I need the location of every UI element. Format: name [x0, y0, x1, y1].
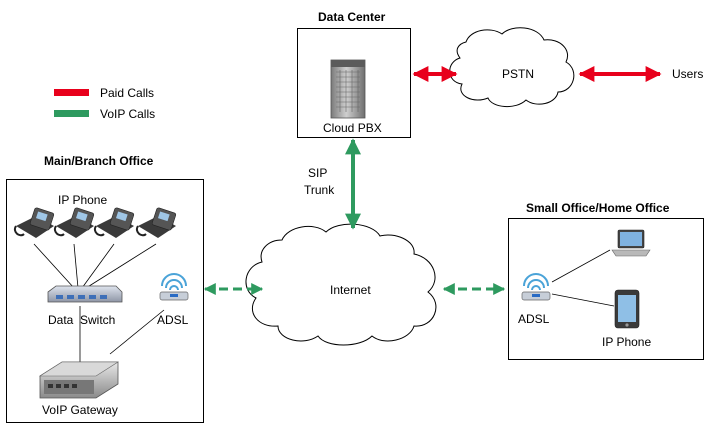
users-label: Users	[672, 67, 704, 81]
internet-cloud-icon	[245, 223, 437, 346]
main-office-links	[33, 243, 165, 370]
soho-ip-phone-label: IP Phone	[602, 335, 652, 349]
main-ip-phone-label: IP Phone	[58, 193, 108, 207]
server-icon	[330, 59, 366, 119]
data-switch-label: Data Switch	[48, 313, 116, 327]
ip-phone-icon	[54, 207, 95, 238]
small-office-title: Small Office/Home Office	[526, 201, 670, 215]
ip-phone-icon	[14, 207, 55, 238]
main-office-title: Main/Branch Office	[44, 154, 154, 168]
legend-paid-label: Paid Calls	[100, 86, 155, 100]
legend-paid-swatch	[54, 89, 89, 96]
main-adsl-label: ADSL	[157, 313, 189, 327]
smartphone-icon	[614, 289, 640, 329]
trunk-label: Trunk	[304, 183, 335, 197]
ip-phone-icon	[136, 207, 177, 238]
voip-gateway-label: VoIP Gateway	[42, 403, 118, 417]
soho-links	[551, 249, 615, 307]
data-center-title: Data Center	[318, 10, 386, 24]
ip-phone-icon	[94, 207, 135, 238]
pstn-label: PSTN	[502, 67, 535, 81]
network-switch-icon	[47, 285, 123, 303]
cloud-pbx-label: Cloud PBX	[323, 121, 382, 135]
legend-voip-label: VoIP Calls	[100, 107, 156, 121]
voip-gateway-icon	[38, 361, 120, 399]
legend-voip-swatch	[54, 110, 89, 117]
laptop-icon	[611, 229, 651, 257]
internet-label: Internet	[330, 283, 371, 297]
wifi-router-icon	[521, 273, 551, 301]
wifi-router-icon	[159, 273, 189, 301]
soho-adsl-label: ADSL	[518, 312, 550, 326]
sip-label: SIP	[308, 166, 328, 180]
